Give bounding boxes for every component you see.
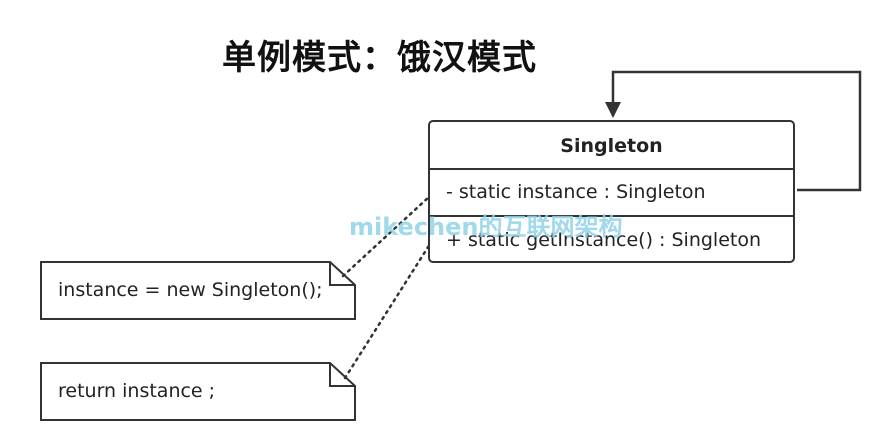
note-2-shape [40, 362, 356, 421]
note-2-fold [329, 363, 355, 387]
note-1-text: instance = new Singleton(); [58, 279, 323, 301]
note-2-text: return instance ; [58, 380, 216, 402]
note-1-connector [341, 194, 432, 278]
singleton-class-box: Singleton - static instance : Singleton … [428, 120, 795, 263]
watermark-text: mikechen的互联网架构 [349, 213, 623, 241]
class-name: Singleton [430, 122, 793, 170]
note-2-connector [343, 242, 432, 380]
note-1-shape [40, 261, 356, 320]
self-association-line [611, 70, 862, 192]
class-attribute: - static instance : Singleton [430, 170, 793, 217]
class-operation: + static getInstance() : Singleton [446, 229, 762, 251]
diagram-title: 单例模式：饿汉模式 [222, 38, 537, 78]
self-association-arrowhead [605, 102, 621, 118]
note-1-fold [329, 262, 355, 286]
